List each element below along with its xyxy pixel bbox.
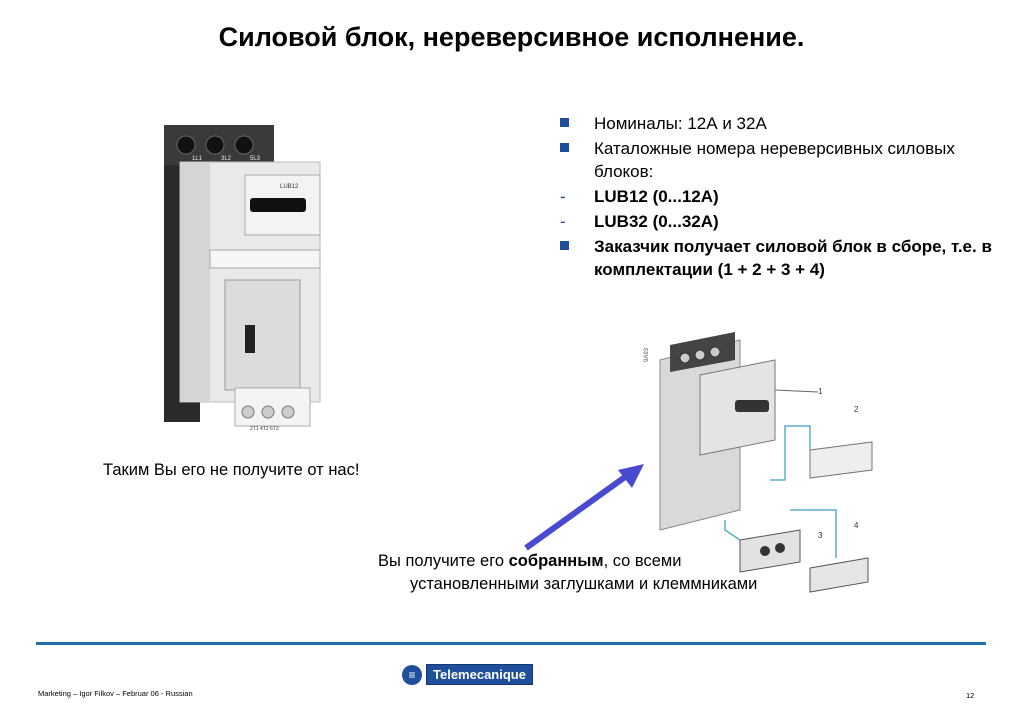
bottom-terminal-label: 2T1 4T2 6T3 <box>250 426 279 432</box>
square-bullet-icon <box>560 241 569 250</box>
caption-not-from-us: Таким Вы его не получите от нас! <box>103 461 360 479</box>
terminal-screw-icon <box>205 135 225 155</box>
bullet-catalog: Каталожные номера нереверсивных силовых … <box>560 137 1000 183</box>
dash-bullet-icon: - <box>560 212 566 231</box>
arrow-icon <box>524 464 644 551</box>
exploded-diagram: 9A93 1 2 3 4 <box>644 332 873 593</box>
part-label-2: 2 <box>854 405 859 414</box>
bullet-text: Заказчик получает силовой блок в сборе, … <box>594 237 992 279</box>
bullet-lub12: - LUB12 (0...12A) <box>560 185 1000 208</box>
part-label-4: 4 <box>854 521 859 530</box>
company-logo: ≡ Telemecanique <box>402 664 533 685</box>
lub-label: LUB12 <box>280 184 299 190</box>
square-bullet-icon <box>560 143 569 152</box>
power-base-photo: 1L1 3L2 5L3 LUB12 2T1 4T2 6T3 <box>164 125 321 432</box>
part-label-3: 3 <box>818 531 823 540</box>
caption-bold: собранным <box>508 552 604 570</box>
rotary-knob-icon <box>250 198 306 212</box>
footer-divider <box>36 642 986 645</box>
bullet-text: Номиналы: 12А и 32А <box>594 114 767 133</box>
logo-emblem-icon: ≡ <box>402 664 422 685</box>
caption-prefix: Вы получите его <box>378 552 509 570</box>
dash-bullet-icon: - <box>560 187 566 206</box>
bullet-text: Каталожные номера нереверсивных силовых … <box>594 139 955 181</box>
footer-credit: Marketing – Igor Filkov – Februar 06 - R… <box>38 689 193 698</box>
bullet-lub32: - LUB32 (0...32A) <box>560 210 1000 233</box>
terminal-screw-icon <box>176 135 196 155</box>
terminal-label-1: 1L1 <box>192 156 203 162</box>
logo-text: Telemecanique <box>426 664 533 685</box>
square-bullet-icon <box>560 118 569 127</box>
bullet-ratings: Номиналы: 12А и 32А <box>560 112 1000 135</box>
terminal-screw-icon <box>234 135 254 155</box>
caption-assembled: Вы получите его собранным, со всеми уста… <box>378 550 758 596</box>
part-label-1: 1 <box>818 387 823 396</box>
terminal-label-2: 3L2 <box>221 156 232 162</box>
caption-suffix: , со всеми <box>603 552 682 570</box>
bullet-list: Номиналы: 12А и 32А Каталожные номера не… <box>560 112 1000 283</box>
bullet-text: LUB12 (0...12A) <box>594 187 719 206</box>
bullet-text: LUB32 (0...32A) <box>594 212 719 231</box>
page-number: 12 <box>966 691 975 700</box>
slide-title: Силовой блок, нереверсивное исполнение. <box>218 22 805 52</box>
bullet-customer: Заказчик получает силовой блок в сборе, … <box>560 235 1000 281</box>
terminal-label-3: 5L3 <box>250 156 261 162</box>
exploded-code-label: 9A93 <box>644 347 650 362</box>
caption-line2: установленными заглушками и клеммниками <box>410 575 758 593</box>
